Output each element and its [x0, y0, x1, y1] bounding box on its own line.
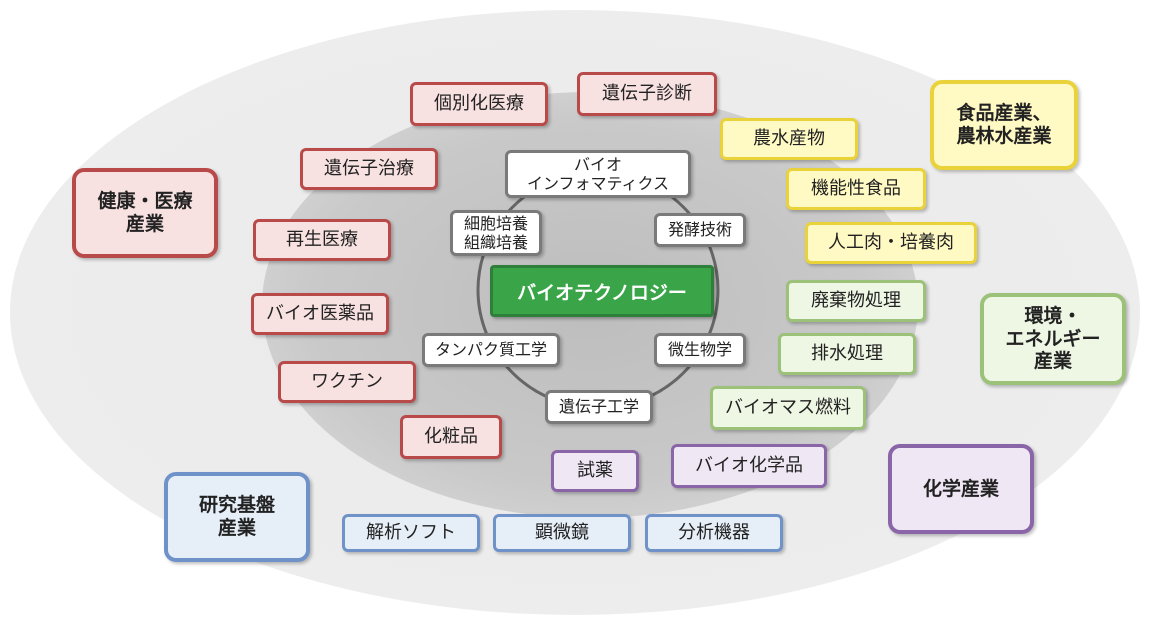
core-technique-protein-engineering: タンパク質工学 [422, 333, 560, 367]
industry-chemical: 化学産業 [888, 444, 1034, 534]
chemical-item-reagents: 試薬 [551, 450, 639, 492]
core-technique-microbiology: 微生物学 [654, 333, 746, 367]
environment-item-biomass-fuel: バイオマス燃料 [710, 386, 866, 430]
research-item-analysis-software: 解析ソフト [342, 514, 480, 552]
core-technique-cell-culture: 細胞培養 組織培養 [450, 210, 542, 256]
core-technique-bioinformatics: バイオ インフォマティクス [505, 150, 691, 198]
chemical-item-bio-chemicals: バイオ化学品 [671, 444, 827, 488]
environment-item-wastewater-treatment: 排水処理 [778, 333, 916, 375]
research-item-microscope: 顕微鏡 [493, 514, 631, 552]
research-item-analytical-instruments: 分析機器 [645, 514, 783, 552]
diagnostics-item-gene-diagnosis: 遺伝子診断 [577, 72, 717, 116]
health-item-biopharmaceuticals: バイオ医薬品 [251, 293, 389, 335]
health-item-cosmetics: 化粧品 [400, 415, 502, 459]
core-technique-genetic-engineering: 遺伝子工学 [545, 390, 653, 424]
food-item-functional-foods: 機能性食品 [786, 168, 926, 210]
core-technique-fermentation: 発酵技術 [654, 213, 746, 247]
center-biotechnology: バイオテクノロジー [490, 265, 714, 317]
health-item-regenerative-medicine: 再生医療 [253, 219, 391, 261]
environment-item-waste-treatment: 廃棄物処理 [786, 280, 926, 322]
health-item-gene-therapy: 遺伝子治療 [300, 148, 438, 190]
industry-health: 健康・医療 産業 [72, 168, 218, 258]
health-item-vaccine: ワクチン [278, 361, 416, 403]
food-item-cultured-meat: 人工肉・培養肉 [805, 222, 977, 264]
industry-environment-energy: 環境・ エネルギー 産業 [980, 293, 1126, 385]
industry-food-agriculture: 食品産業、 農林水産業 [930, 80, 1078, 170]
industry-research-infrastructure: 研究基盤 産業 [164, 472, 310, 562]
health-item-personalized-medicine: 個別化医療 [410, 82, 548, 126]
food-item-agricultural-marine-products: 農水産物 [720, 118, 858, 160]
